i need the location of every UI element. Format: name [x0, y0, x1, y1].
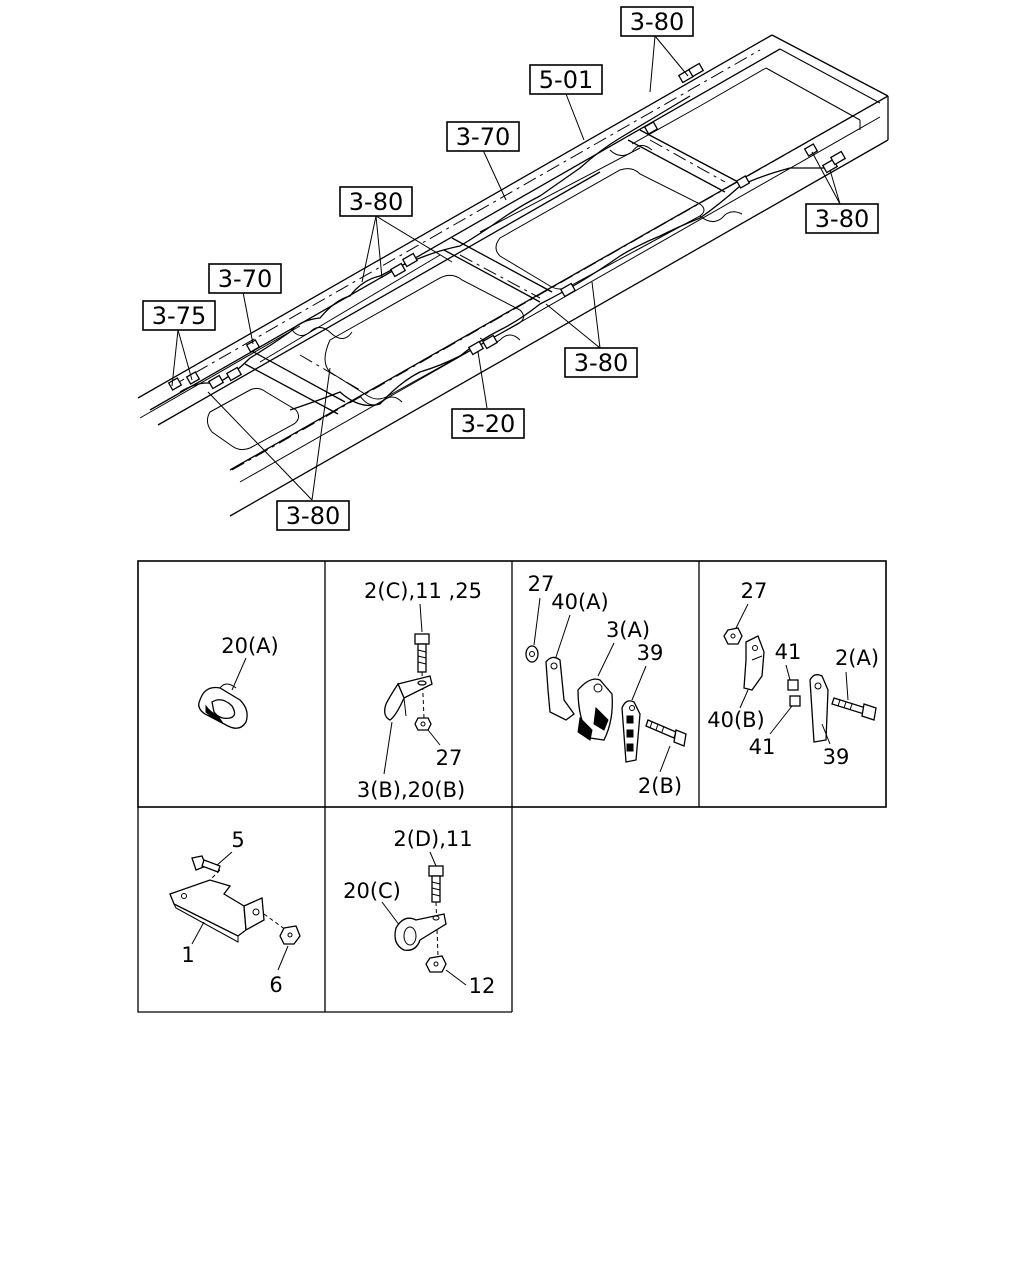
part-label-3a: 3(A) [606, 618, 650, 642]
ref-box-upper-middle[interactable]: 3-80 [339, 186, 413, 217]
rubber-clamp-20a [198, 683, 248, 729]
ref-box-center-lower[interactable]: 3-80 [564, 347, 638, 378]
clamp-3a [577, 678, 613, 741]
bolt-2c [414, 633, 430, 673]
part-label-2c-11-25: 2(C),11 ,25 [364, 579, 482, 603]
part-label-41-lower: 41 [749, 735, 776, 759]
ref-label: 3-20 [461, 410, 515, 438]
leader-lines [171, 35, 841, 501]
bracket-40b [743, 635, 765, 691]
part-label-20c: 20(C) [343, 879, 401, 903]
part-label-39: 39 [823, 745, 850, 769]
part-label-27: 27 [528, 572, 555, 596]
block-39-p4 [809, 674, 829, 743]
bolt-2a [831, 697, 877, 721]
clip-markers [167, 62, 847, 391]
ref-box-right[interactable]: 3-80 [805, 203, 879, 234]
part-label-20a: 20(A) [221, 634, 278, 658]
part-label-39: 39 [637, 641, 664, 665]
detail-panel-1: 20(A) [198, 634, 279, 729]
ref-label: 3-80 [349, 188, 403, 216]
part-label-3b-20b: 3(B),20(B) [357, 778, 465, 802]
ref-label: 3-80 [574, 349, 628, 377]
ref-box-top-right[interactable]: 3-80 [620, 6, 694, 37]
ref-label: 3-80 [286, 502, 340, 530]
part-label-6: 6 [269, 973, 282, 997]
nut-27-p4 [723, 627, 743, 645]
nut-6 [279, 925, 301, 945]
bolt-2b [645, 719, 687, 747]
detail-panel-5: 5 1 6 [169, 828, 301, 997]
part-label-5: 5 [231, 828, 244, 852]
detail-panel-3: 27 40(A) 3(A) 39 [525, 572, 687, 798]
ref-label: 3-75 [152, 302, 206, 330]
part-label-27: 27 [741, 579, 768, 603]
part-label-12: 12 [469, 974, 496, 998]
bolt-2d [428, 865, 444, 903]
part-label-40a: 40(A) [551, 590, 608, 614]
clamp-20c [394, 913, 447, 951]
ref-label: 5-01 [539, 66, 593, 94]
part-label-1: 1 [181, 943, 194, 967]
block-39 [621, 700, 641, 763]
ref-box-5-01[interactable]: 5-01 [529, 64, 603, 95]
part-label-2d-11: 2(D),11 [393, 827, 472, 851]
bolt-5 [191, 855, 221, 873]
detail-panel-4: 27 41 2(A) 40(B) 41 [707, 579, 879, 769]
nut-12 [425, 955, 447, 973]
ref-label: 3-80 [630, 8, 684, 36]
nut-27-p3 [525, 645, 539, 663]
part-label-41-upper: 41 [775, 640, 802, 664]
nut-27 [414, 717, 432, 731]
ref-box-3-75[interactable]: 3-75 [142, 300, 216, 331]
detail-panels-grid [137, 560, 887, 1013]
ref-box-3-70-center[interactable]: 3-70 [446, 121, 520, 152]
part-label-40b: 40(B) [707, 708, 765, 732]
ref-box-bottom[interactable]: 3-80 [276, 500, 350, 531]
detail-panel-6: 2(D),11 20(C) 12 [343, 827, 495, 998]
collar-41-lower [789, 695, 801, 707]
ref-label: 3-70 [456, 123, 510, 151]
part-label-27: 27 [436, 746, 463, 770]
chassis-frame-drawing [137, 34, 889, 517]
detail-panel-2: 2(C),11 ,25 27 3(B),20(B) [357, 579, 482, 802]
collar-41-upper [787, 679, 799, 691]
part-label-2a: 2(A) [835, 646, 879, 670]
clip-3b [384, 675, 433, 721]
ref-label: 3-70 [218, 265, 272, 293]
ref-label: 3-80 [815, 205, 869, 233]
ref-box-3-20[interactable]: 3-20 [451, 408, 525, 439]
ref-box-3-70-left[interactable]: 3-70 [208, 263, 282, 294]
bracket-1 [169, 869, 265, 943]
part-label-2b: 2(B) [638, 774, 682, 798]
bracket-40a [545, 656, 575, 721]
